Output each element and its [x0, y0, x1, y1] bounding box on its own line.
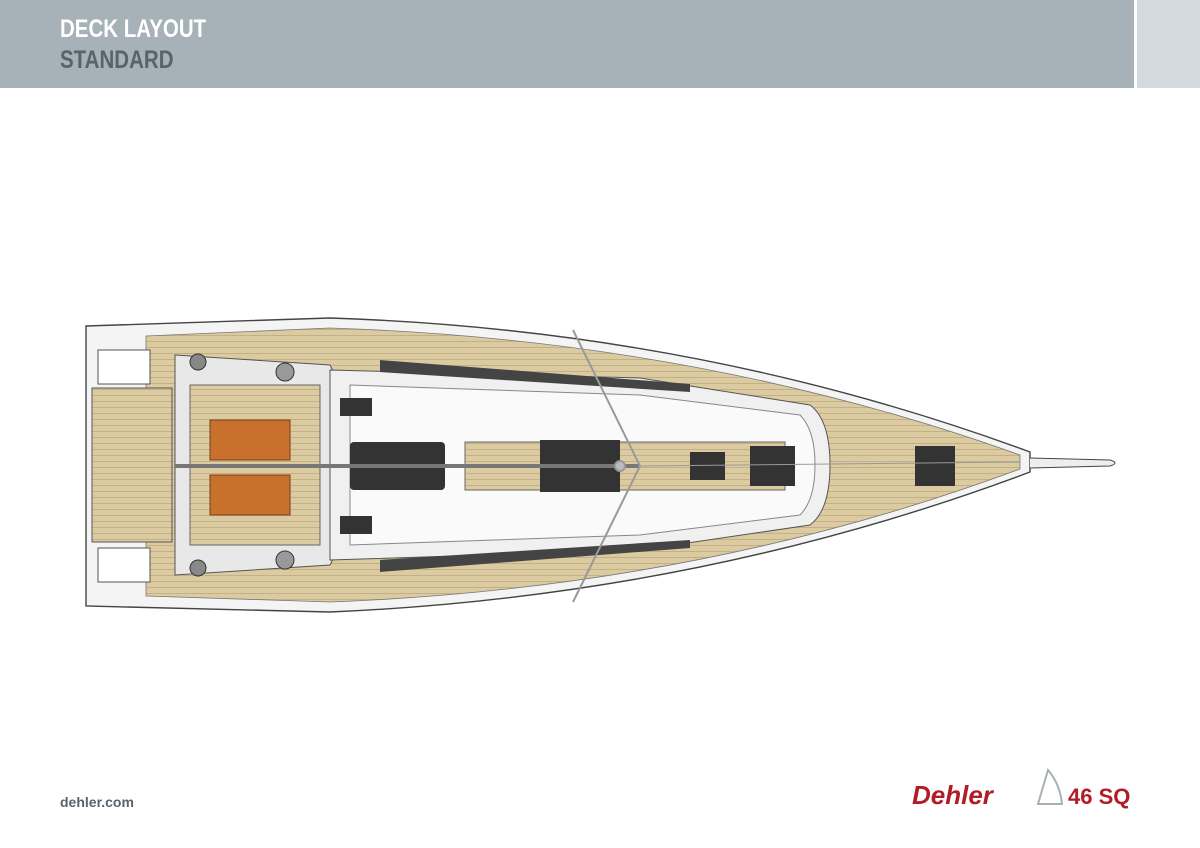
- logo-model: 46 SQ: [1068, 784, 1130, 809]
- header-side-block: [1137, 0, 1200, 88]
- header-band: DECK LAYOUT STANDARD: [0, 0, 1134, 88]
- sail-icon: [1036, 767, 1064, 805]
- page-subtitle: STANDARD: [60, 46, 174, 74]
- transom-platform: [91, 349, 173, 583]
- dehler-logo: Dehler 46 SQ: [910, 766, 1150, 812]
- page-title: DECK LAYOUT: [60, 15, 207, 43]
- logo-brand: Dehler: [912, 780, 995, 810]
- website-link[interactable]: dehler.com: [60, 794, 134, 810]
- rigging: [175, 329, 1021, 603]
